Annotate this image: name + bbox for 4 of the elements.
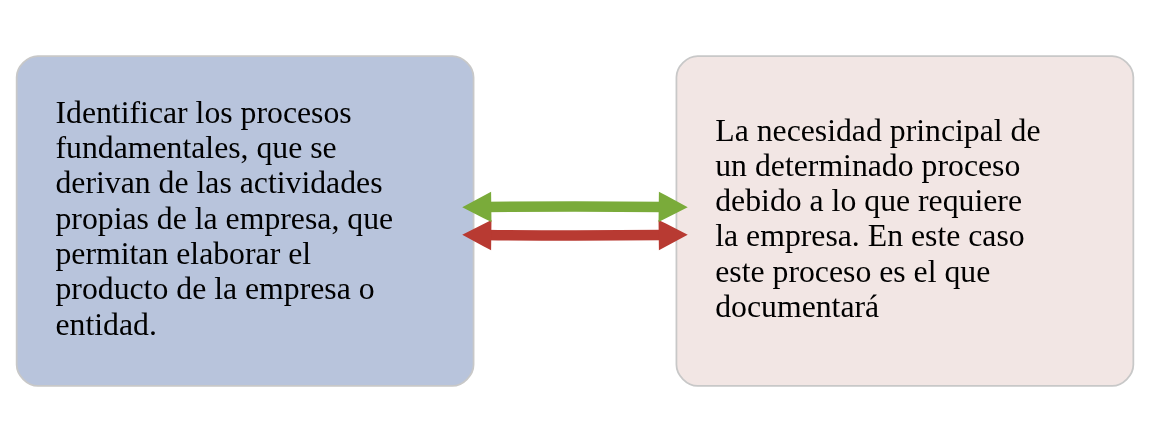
node-box: La necesidad principal de un determinado proceso debido a lo que requiere la empresa. En este caso este proceso es el que documentará xyxy=(675,55,1135,387)
arrow xyxy=(462,191,688,223)
arrow xyxy=(462,219,688,251)
node-box: Identificar los procesos fundamentales, que se derivan de las actividades propias de la empresa, que permitan elaborar el producto de la empresa o entidad. xyxy=(15,55,475,387)
